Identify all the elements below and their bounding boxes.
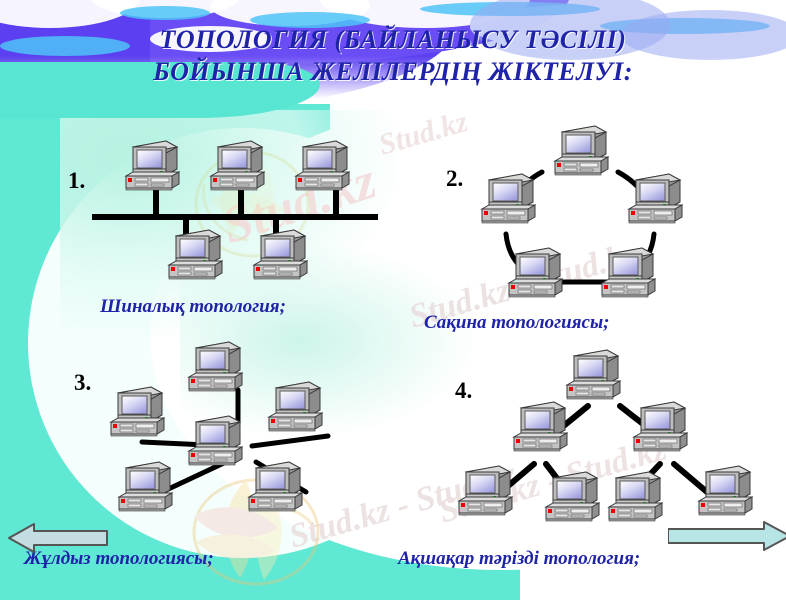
computer-icon bbox=[250, 228, 308, 280]
background-turquoise-top-band bbox=[0, 62, 320, 118]
computer-icon-hub bbox=[185, 414, 243, 466]
page-title-line-2: БОЙЫНША ЖЕЛІЛЕРДІҢ ЖІКТЕЛУІ: bbox=[153, 57, 633, 86]
sky-streak-2 bbox=[120, 6, 210, 20]
computer-icon bbox=[695, 464, 753, 516]
topology-number-4: 4. bbox=[455, 378, 473, 403]
sky-streak-1 bbox=[0, 36, 130, 56]
computer-icon bbox=[625, 172, 683, 224]
computer-icon bbox=[115, 460, 173, 512]
computer-icon bbox=[107, 385, 165, 437]
background-green-wash-secondary bbox=[180, 240, 480, 440]
topology-number-2: 2. bbox=[446, 166, 464, 191]
computer-icon bbox=[207, 139, 265, 191]
computer-icon bbox=[551, 124, 609, 176]
topology-number-3: 3. bbox=[74, 370, 92, 395]
topology-caption-1: Шиналық топология; bbox=[100, 296, 286, 317]
sky-streak-3 bbox=[250, 12, 370, 28]
computer-icon bbox=[292, 139, 350, 191]
sky-lavender-2 bbox=[620, 10, 786, 60]
computer-icon-root bbox=[563, 348, 621, 400]
computer-icon bbox=[605, 470, 663, 522]
topology-caption-3: Жұлдыз топологиясы; bbox=[24, 548, 214, 569]
topology-caption-2: Сақина топологиясы; bbox=[424, 312, 610, 333]
page-title-line-1: ТОПОЛОГИЯ (БАЙЛАНЫСУ ТӘСІЛІ) bbox=[159, 25, 627, 54]
previous-slide-arrow[interactable] bbox=[6, 521, 110, 555]
computer-icon bbox=[510, 400, 568, 452]
computer-icon bbox=[455, 464, 513, 516]
next-slide-arrow[interactable] bbox=[668, 519, 786, 553]
cloud-shape-6 bbox=[150, 26, 270, 52]
topology-caption-4: Ақшақар тәрізді топология; bbox=[398, 548, 641, 569]
computer-icon bbox=[185, 340, 243, 392]
computer-icon bbox=[478, 172, 536, 224]
computer-icon bbox=[630, 400, 688, 452]
computer-icon bbox=[165, 228, 223, 280]
computer-icon bbox=[265, 380, 323, 432]
computer-icon bbox=[598, 246, 656, 298]
computer-icon bbox=[505, 246, 563, 298]
computer-icon bbox=[542, 470, 600, 522]
topology-number-1: 1. bbox=[68, 168, 86, 193]
computer-icon bbox=[245, 460, 303, 512]
computer-icon bbox=[122, 139, 180, 191]
